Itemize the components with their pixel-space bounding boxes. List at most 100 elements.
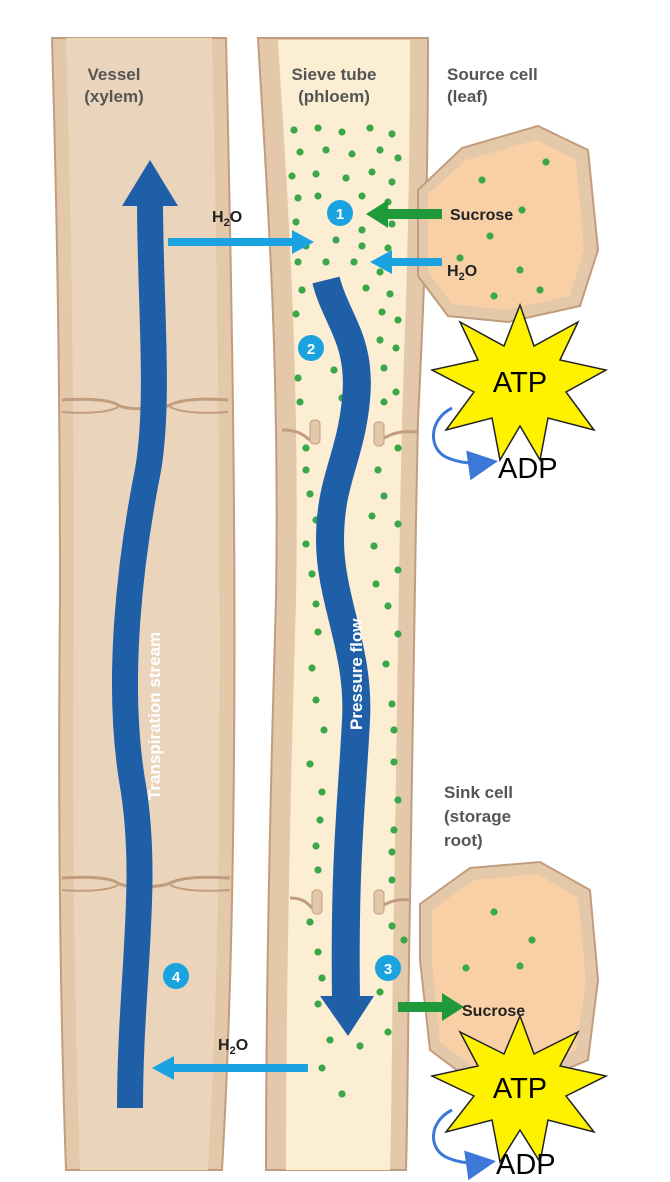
sucrose-dot xyxy=(384,602,392,610)
sucrose-dot xyxy=(366,124,374,132)
sucrose-dot xyxy=(326,1036,334,1044)
sucrose-dot xyxy=(302,466,310,474)
svg-text:4: 4 xyxy=(172,969,181,986)
source-label-line1: Source cell xyxy=(447,65,538,84)
sucrose-dot xyxy=(388,178,396,186)
transpiration-stream-arrow: Transpiration stream xyxy=(112,160,178,1109)
sucrose-dot xyxy=(376,988,384,996)
sucrose-dot xyxy=(370,542,378,550)
sucrose-dot xyxy=(294,194,302,202)
source-label-line2: (leaf) xyxy=(447,87,488,106)
sucrose-dot xyxy=(390,826,398,834)
sink-label-line3: root) xyxy=(444,831,483,850)
sucrose-dot xyxy=(308,664,316,672)
sucrose-dot xyxy=(528,936,536,944)
sucrose-dot xyxy=(388,700,396,708)
step-4-marker: 4 xyxy=(163,963,189,989)
sucrose-dot xyxy=(348,150,356,158)
sucrose-dot xyxy=(312,842,320,850)
sucrose-dot xyxy=(388,130,396,138)
sucrose-dot xyxy=(302,444,310,452)
sucrose-dot xyxy=(294,258,302,266)
sucrose-dot xyxy=(394,444,402,452)
h2o-arrow-xylem-to-phloem: H2O xyxy=(168,209,314,254)
xylem-lumen xyxy=(66,38,220,1170)
sucrose-dot xyxy=(298,286,306,294)
sucrose-dot xyxy=(376,268,384,276)
sucrose-dot xyxy=(462,964,470,972)
xylem-vessel xyxy=(50,37,236,1171)
source-cell xyxy=(417,124,600,324)
pressure-flow-label: Pressure flow xyxy=(347,618,366,730)
sieve-label-line2: (phloem) xyxy=(298,87,370,106)
sucrose-arrow-source: Sucrose xyxy=(366,200,513,228)
sucrose-dot xyxy=(312,696,320,704)
pressure-flow-arrow: Pressure flow xyxy=(312,276,374,1036)
h2o-top-source-label: H2O xyxy=(447,263,477,283)
sucrose-dot xyxy=(384,1028,392,1036)
sucrose-dot xyxy=(332,236,340,244)
sucrose-dot xyxy=(314,1000,322,1008)
h2o-arrow-source: H2O xyxy=(370,250,477,283)
sucrose-dot xyxy=(356,1042,364,1050)
sucrose-dot xyxy=(358,242,366,250)
sucrose-dot xyxy=(380,492,388,500)
sucrose-dot xyxy=(394,796,402,804)
sucrose-dot xyxy=(376,146,384,154)
sucrose-dot xyxy=(386,290,394,298)
atp-top-label: ATP xyxy=(493,367,547,399)
sucrose-dot xyxy=(394,316,402,324)
sucrose-dot xyxy=(388,876,396,884)
sucrose-dot xyxy=(294,374,302,382)
sucrose-dot xyxy=(338,1090,346,1098)
sucrose-dot xyxy=(306,918,314,926)
atp-bottom-label: ATP xyxy=(493,1073,547,1105)
sucrose-dot xyxy=(382,660,390,668)
vessel-label-line1: Vessel xyxy=(88,65,141,84)
vessel-label-line2: (xylem) xyxy=(84,87,144,106)
sucrose-dot xyxy=(380,364,388,372)
sucrose-bottom-label: Sucrose xyxy=(462,1003,525,1020)
sucrose-molecules xyxy=(288,124,550,1098)
sucrose-dot xyxy=(316,816,324,824)
sucrose-dot xyxy=(362,284,370,292)
sucrose-dot xyxy=(376,336,384,344)
sucrose-dot xyxy=(536,286,544,294)
sucrose-dot xyxy=(516,962,524,970)
sink-label-line1: Sink cell xyxy=(444,783,513,802)
sucrose-dot xyxy=(372,580,380,588)
sucrose-dot xyxy=(490,908,498,916)
sucrose-dot xyxy=(368,512,376,520)
h2o-arrow-phloem-to-xylem: H2O xyxy=(152,1037,308,1080)
sucrose-dot xyxy=(314,948,322,956)
sink-label-line2: (storage xyxy=(444,807,511,826)
sucrose-dot xyxy=(296,398,304,406)
sucrose-dot xyxy=(290,126,298,134)
h2o-top-main-label: H2O xyxy=(212,209,242,229)
sucrose-dot xyxy=(320,726,328,734)
sucrose-dot xyxy=(314,192,322,200)
sucrose-dot xyxy=(292,218,300,226)
sucrose-dot xyxy=(318,974,326,982)
sucrose-dot xyxy=(358,192,366,200)
svg-text:2: 2 xyxy=(307,341,315,358)
svg-text:1: 1 xyxy=(336,206,344,223)
sucrose-dot xyxy=(478,176,486,184)
sucrose-dot xyxy=(302,540,310,548)
sucrose-dot xyxy=(392,388,400,396)
sucrose-dot xyxy=(342,174,350,182)
adp-bottom-curve-arrow xyxy=(432,1108,496,1181)
sucrose-dot xyxy=(312,600,320,608)
step-2-marker: 2 xyxy=(298,335,324,361)
sucrose-dot xyxy=(318,788,326,796)
sucrose-dot xyxy=(388,220,396,228)
sieve-label-line1: Sieve tube xyxy=(291,65,376,84)
sucrose-dot xyxy=(490,292,498,300)
sucrose-dot xyxy=(350,258,358,266)
atp-burst-bottom: ATP xyxy=(429,1013,609,1165)
sucrose-dot xyxy=(380,398,388,406)
sucrose-top-label: Sucrose xyxy=(450,207,513,224)
sucrose-dot xyxy=(518,206,526,214)
sucrose-dot xyxy=(390,758,398,766)
